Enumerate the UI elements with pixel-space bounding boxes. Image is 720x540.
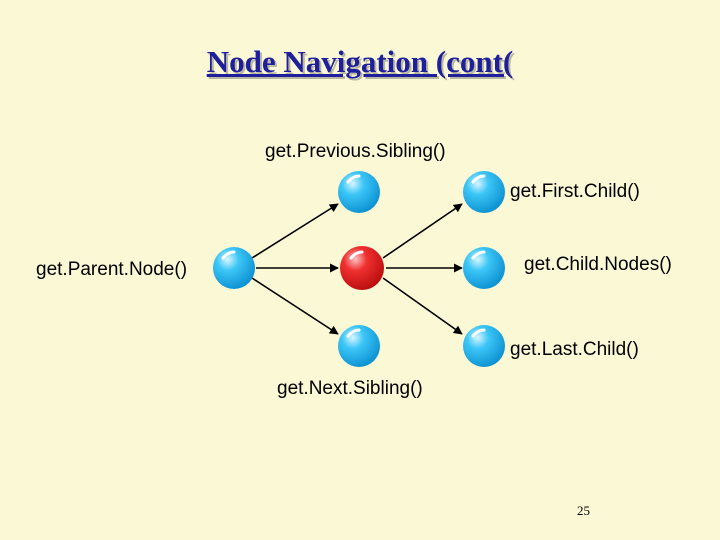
node-highlight [221,250,236,260]
edge-current-to-last-child [382,277,463,335]
label-first-child: get.First.Child() [510,181,640,202]
node-highlight [471,250,486,260]
label-parent-node: get.Parent.Node() [36,259,188,280]
node-highlight [346,174,361,184]
node-highlight [346,328,361,338]
node-highlight [471,328,486,338]
label-next-sibling: get.Next.Sibling() [277,378,423,399]
page-number: 25 [577,503,590,518]
label-previous-sibling: get.Previous.Sibling() [265,141,446,162]
edge-parent-to-next [251,277,339,335]
slide-title: Node Navigation (cont( [206,44,514,79]
edge-parent-to-previous [251,203,339,259]
edge-current-to-first-child [382,203,463,259]
label-last-child: get.Last.Child() [510,339,639,360]
node-highlight [471,174,486,184]
label-child-nodes: get.Child.Nodes() [524,254,672,275]
node-highlight [349,250,364,260]
